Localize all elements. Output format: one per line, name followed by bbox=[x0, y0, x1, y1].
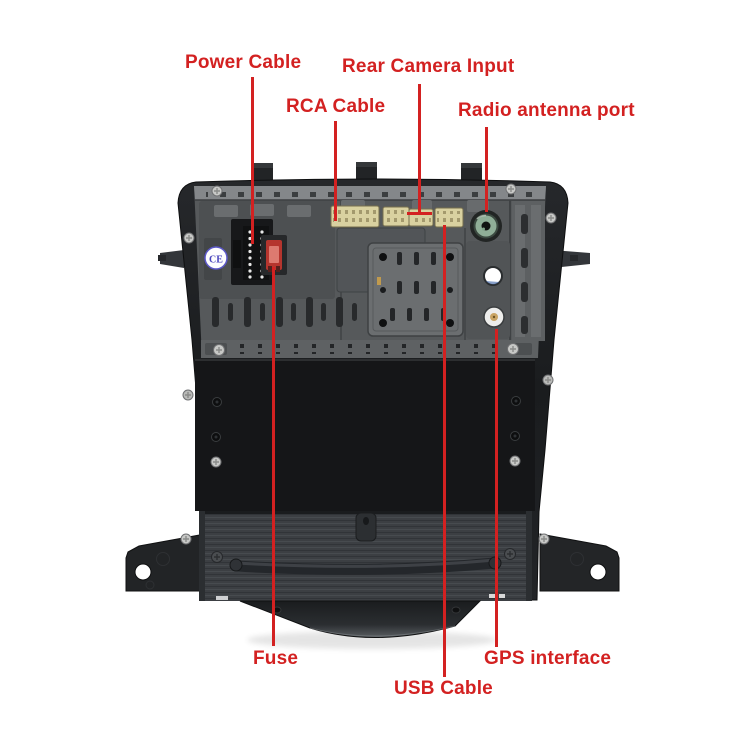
support-rod bbox=[229, 556, 502, 575]
bottom-trim bbox=[239, 600, 482, 639]
wire-harness-connectors bbox=[330, 205, 464, 228]
brushed-bottom-panel bbox=[199, 511, 532, 601]
svg-text:CE: CE bbox=[209, 255, 223, 266]
cable-hole bbox=[483, 266, 503, 286]
rear-camera-connector bbox=[408, 208, 434, 227]
display-back-panel bbox=[195, 359, 535, 511]
usb-connector bbox=[434, 207, 464, 228]
rca-connector bbox=[330, 205, 380, 228]
fuse bbox=[261, 235, 287, 275]
display-screws bbox=[210, 396, 521, 468]
mounting-bracket-right bbox=[538, 533, 620, 592]
panel-screws bbox=[182, 183, 557, 401]
gps-connector bbox=[483, 306, 505, 328]
mounting-bracket-left bbox=[125, 533, 206, 592]
harness-connector-b bbox=[382, 206, 410, 227]
heatsink-plate bbox=[367, 242, 464, 337]
tail-shadow bbox=[247, 631, 497, 649]
ce-mark-logo: CE bbox=[204, 246, 228, 270]
radio-antenna-port bbox=[470, 210, 502, 242]
